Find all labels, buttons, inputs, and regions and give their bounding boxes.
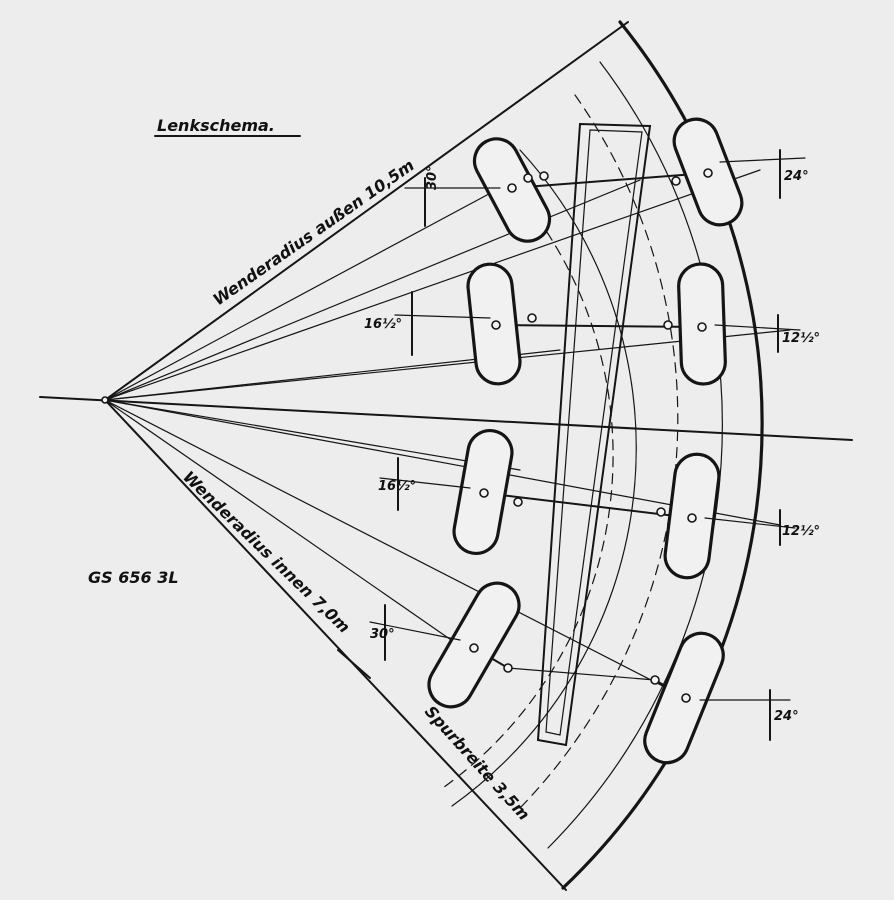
inner-radius-label: Wenderadius innen 7,0m	[179, 467, 354, 637]
dimension-marks	[337, 149, 806, 741]
outer-radius-line	[104, 21, 629, 401]
pivot	[687, 513, 697, 523]
inner-dashed-arc	[439, 177, 614, 791]
ray-1	[104, 169, 761, 401]
model-code: GS 656 3L	[88, 568, 179, 587]
pivot	[503, 663, 513, 673]
dim-line	[719, 157, 806, 163]
axle-4-link	[507, 667, 656, 681]
pivot	[513, 497, 523, 507]
angle-right-4: 24°	[774, 709, 799, 724]
ray-2	[104, 179, 641, 401]
pivot	[491, 320, 501, 330]
pivot	[527, 313, 537, 323]
vehicle-frame	[536, 122, 652, 747]
track-width-marker	[337, 649, 371, 679]
axis-line	[39, 396, 853, 441]
angle-right-2: 12½°	[782, 331, 820, 346]
axle-1	[511, 172, 709, 189]
pivot	[523, 173, 533, 183]
pivot	[681, 693, 691, 703]
pivot	[479, 488, 489, 498]
angle-right-3: 12½°	[782, 524, 820, 539]
ray-7	[104, 399, 521, 471]
ray-4	[104, 329, 791, 401]
angle-left-4: 30°	[370, 627, 395, 642]
dim-line	[394, 314, 491, 319]
track-width-label: Spurbreite 3,5m	[421, 702, 534, 824]
dim-line	[714, 324, 801, 331]
dim-line	[379, 477, 471, 489]
ray-8	[104, 399, 691, 701]
angle-left-2: 16½°	[364, 317, 402, 332]
ray-6	[104, 399, 781, 526]
pivot	[469, 643, 479, 653]
turning-center	[101, 396, 109, 404]
ray-9	[104, 399, 481, 661]
pivot	[539, 171, 549, 181]
radius-rays	[39, 21, 853, 891]
pivot	[671, 176, 681, 186]
outer-wheel-arc	[547, 61, 723, 849]
pivot	[697, 322, 707, 332]
pivot	[663, 320, 673, 330]
chassis-inner	[545, 129, 643, 736]
angle-right-1: 24°	[784, 169, 809, 184]
angle-left-3: 16½°	[378, 479, 416, 494]
diagram-title: Lenkschema.	[157, 116, 275, 135]
pivot	[656, 507, 666, 517]
inner-radius-line	[104, 399, 567, 891]
inner-wheel-arc	[451, 149, 637, 807]
pivot-points	[101, 168, 713, 703]
ray-3	[104, 187, 501, 401]
outer-radius-label: Wenderadius außen 10,5m	[209, 156, 417, 310]
angle-left-1: 30°	[425, 165, 440, 190]
pivot	[703, 168, 713, 178]
pivot	[507, 183, 517, 193]
pivot	[650, 675, 660, 685]
chassis-outline	[536, 122, 652, 747]
